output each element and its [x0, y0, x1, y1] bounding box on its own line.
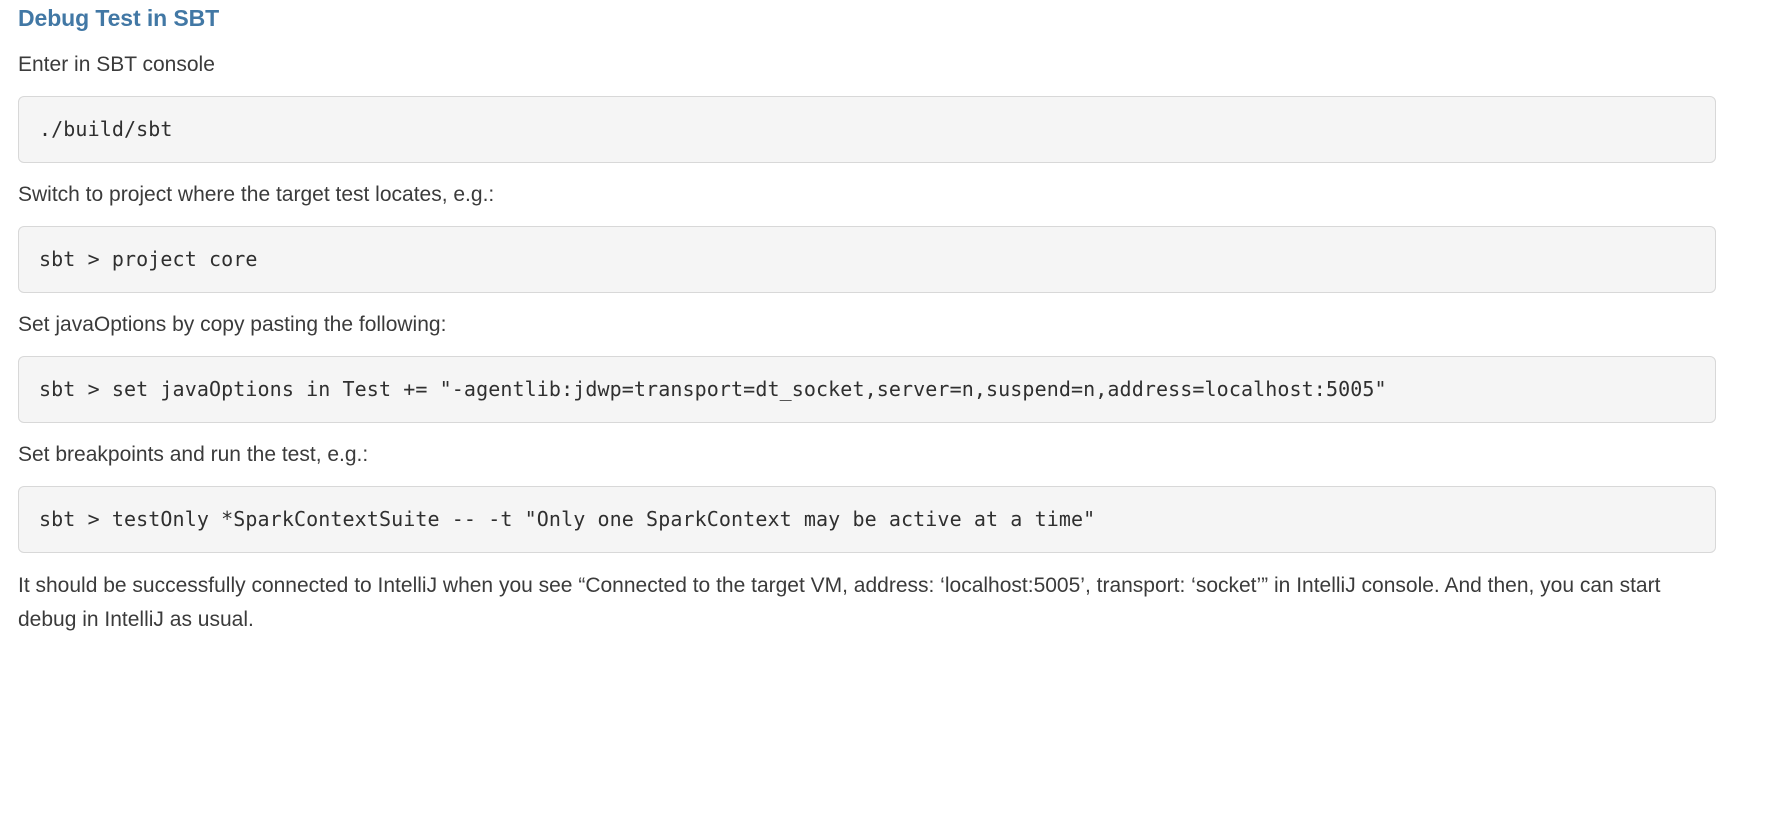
code-block-2-content: sbt > project core [39, 247, 258, 271]
spacer [18, 470, 1716, 486]
step-4-instruction: Set breakpoints and run the test, e.g.: [18, 443, 369, 466]
code-block-3-content: sbt > set javaOptions in Test += "-agent… [39, 377, 1387, 401]
code-block-4[interactable]: sbt > testOnly *SparkContextSuite -- -t … [18, 486, 1716, 553]
code-block-1[interactable]: ./build/sbt [18, 96, 1716, 163]
code-block-3[interactable]: sbt > set javaOptions in Test += "-agent… [18, 356, 1716, 423]
closing-paragraph: It should be successfully connected to I… [18, 574, 1661, 631]
spacer [18, 423, 1716, 439]
spacer [18, 210, 1716, 226]
code-block-1-content: ./build/sbt [39, 117, 173, 141]
spacer [18, 340, 1716, 356]
step-2-instruction: Switch to project where the target test … [18, 183, 495, 206]
step-3-instruction: Set javaOptions by copy pasting the foll… [18, 313, 447, 336]
code-block-4-content: sbt > testOnly *SparkContextSuite -- -t … [39, 507, 1096, 531]
spacer [18, 553, 1716, 569]
step-1-instruction: Enter in SBT console [18, 53, 215, 76]
spacer [18, 293, 1716, 309]
spacer [18, 80, 1716, 96]
page-title: Debug Test in SBT [18, 5, 220, 31]
code-block-2[interactable]: sbt > project core [18, 226, 1716, 293]
spacer [18, 36, 1716, 49]
spacer [18, 163, 1716, 179]
